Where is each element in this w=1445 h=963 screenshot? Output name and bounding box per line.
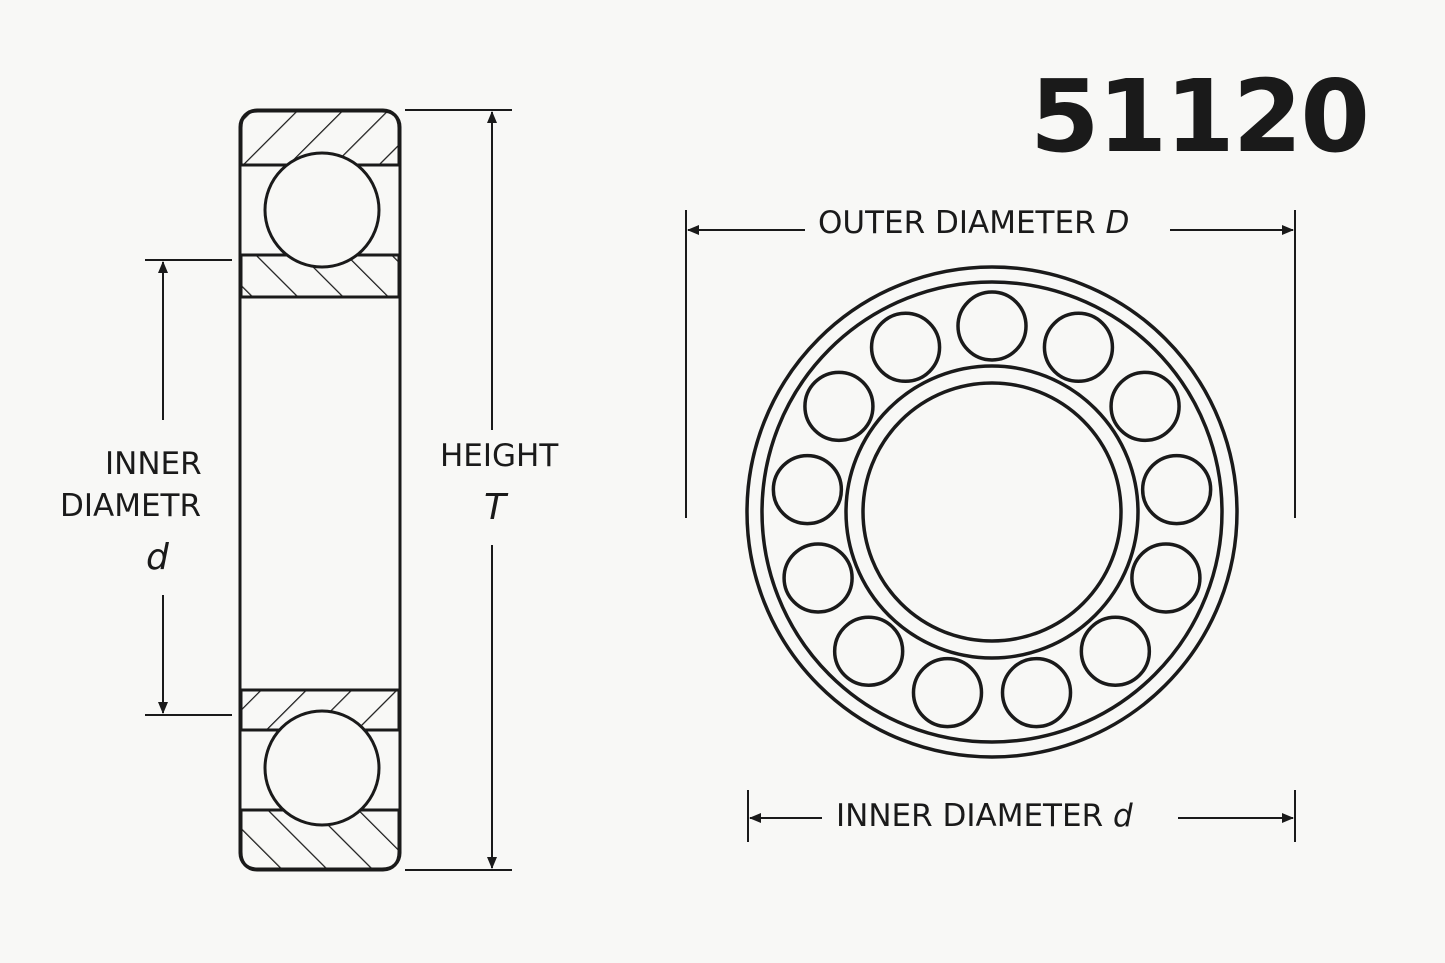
side-section-view [238,108,402,872]
ball [1042,311,1115,384]
top-ball [263,151,381,269]
ball [1079,615,1152,687]
ball [911,656,984,729]
height-symbol: T [484,487,506,528]
part-number: 51120 [1030,58,1370,175]
inner-diameter-text: INNER DIAMETER [836,798,1104,834]
ball [956,290,1028,362]
balls [771,290,1213,729]
outer-ring-inner-edge [760,280,1224,744]
side-inner-label-line2: DIAMETR [60,488,202,524]
ball [1130,542,1202,614]
ball [1000,656,1073,729]
bottom-ball [263,709,381,827]
front-view [745,265,1239,759]
inner-diameter-label: INNER DIAMETER d [836,801,1133,832]
ball [1109,370,1181,443]
outline [238,108,402,872]
ball [803,370,875,443]
ball [771,453,844,526]
ball [1140,453,1213,526]
inner-race [844,364,1140,660]
ball [869,311,942,384]
outer-diameter-label: OUTER DIAMETER D [818,205,1130,241]
dimension-lines [145,109,1296,871]
outer-diameter-text: OUTER DIAMETER [818,205,1096,241]
side-inner-label-line1: INNER [105,446,202,482]
outer-ring [745,265,1239,759]
ball [782,542,854,614]
ball [832,615,905,687]
outer-diameter-symbol: D [1105,205,1130,241]
side-inner-symbol: d [146,537,169,578]
bore [861,381,1123,643]
inner-diameter-symbol: d [1112,798,1133,834]
height-label: HEIGHT [440,438,559,474]
